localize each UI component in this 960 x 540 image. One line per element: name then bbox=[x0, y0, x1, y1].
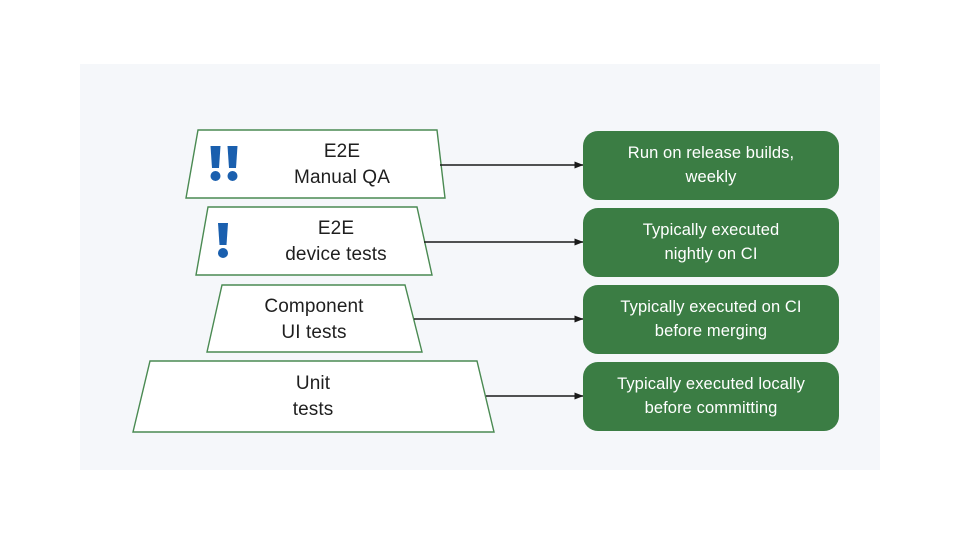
callout-box-e2e-device-tests[interactable]: Typically executed nightly on CI bbox=[583, 208, 839, 277]
pyramid-tier-e2e-manual-qa[interactable] bbox=[185, 129, 446, 199]
exclamation-icon bbox=[212, 221, 240, 265]
callout-box-component-ui-tests[interactable]: Typically executed on CI before merging bbox=[583, 285, 839, 354]
pyramid-tier-e2e-device-tests[interactable] bbox=[195, 206, 433, 276]
pyramid-tier-unit-tests[interactable] bbox=[132, 360, 495, 433]
callout-box-e2e-manual-qa[interactable]: Run on release builds, weekly bbox=[583, 131, 839, 200]
pyramid-tier-component-ui-tests[interactable] bbox=[206, 284, 423, 353]
callout-box-unit-tests[interactable]: Typically executed locally before commit… bbox=[583, 362, 839, 431]
double-exclamation-icon bbox=[205, 144, 249, 188]
